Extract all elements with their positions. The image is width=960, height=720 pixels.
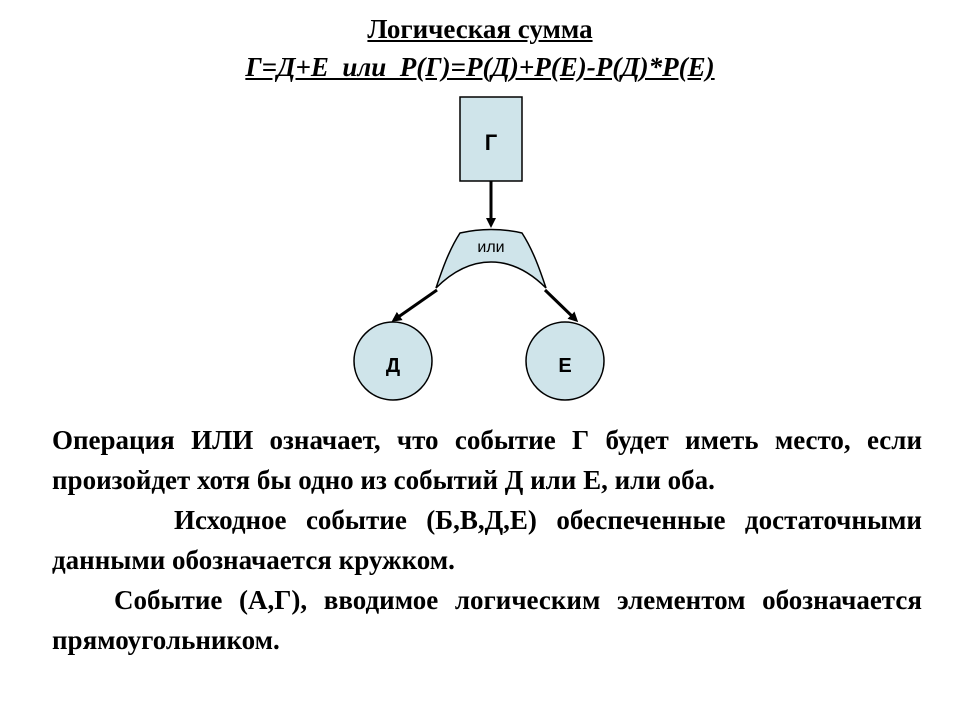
right-event-circle bbox=[525, 321, 605, 401]
left-event-circle bbox=[353, 321, 433, 401]
top-node-label: Г bbox=[485, 130, 498, 155]
left-node-label: Д bbox=[386, 355, 400, 377]
paragraph-or-operation: Операция ИЛИ означает, что событие Г буд… bbox=[52, 425, 922, 495]
slide-title: Логическая сумма bbox=[367, 14, 593, 44]
fault-tree-diagram: Г или Д Е bbox=[353, 96, 605, 401]
right-node-label: Е bbox=[558, 355, 571, 377]
paragraph-circle-meaning: Исходное событие (Б,В,Д,Е) обеспеченные … bbox=[52, 505, 922, 575]
formula: Г=Д+Е или Р(Г)=Р(Д)+Р(Е)-Р(Д)*Р(Е) bbox=[245, 52, 715, 82]
arrow-to-right-node bbox=[543, 288, 579, 323]
event-rectangle-node bbox=[459, 96, 523, 182]
arrow-to-left-node bbox=[391, 288, 438, 322]
explanation-text: Операция ИЛИ означает, что событие Г буд… bbox=[52, 420, 922, 660]
paragraph-rectangle-meaning: Событие (А,Г), вводимое логическим элеме… bbox=[52, 585, 922, 655]
gate-label: или bbox=[477, 239, 504, 256]
or-gate-shape bbox=[435, 228, 547, 289]
